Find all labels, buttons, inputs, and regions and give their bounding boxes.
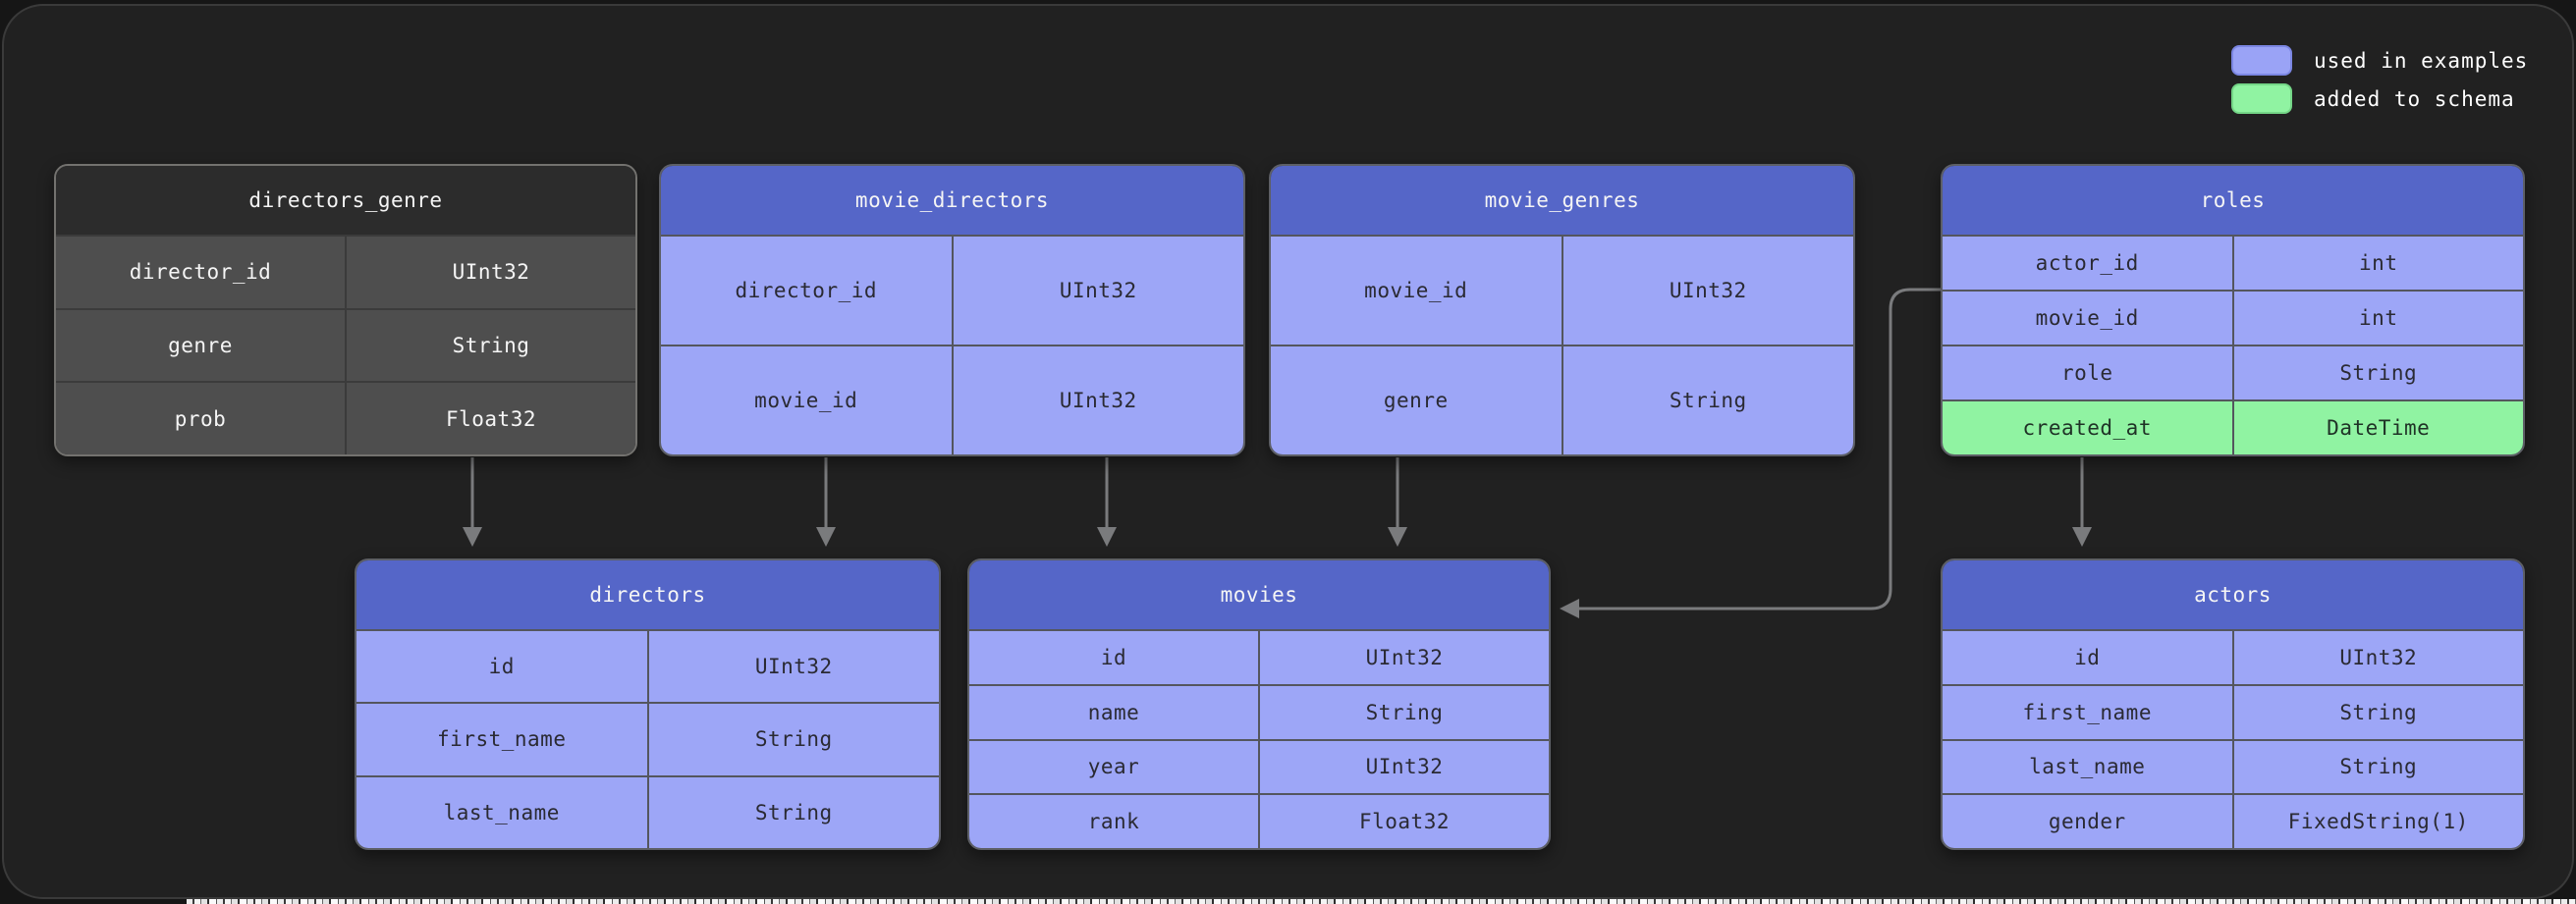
column-type: String <box>1562 346 1853 454</box>
column-type: UInt32 <box>953 237 1243 345</box>
column-name: prob <box>56 383 347 454</box>
column-name: gender <box>1943 795 2234 848</box>
legend-swatch-blue <box>2231 45 2292 76</box>
column-type: String <box>2233 685 2523 739</box>
column-name: movie_id <box>661 346 954 454</box>
column-type: int <box>2233 292 2523 345</box>
column-name: id <box>969 631 1260 684</box>
column-type: UInt32 <box>347 237 635 308</box>
column-name: id <box>356 631 649 703</box>
table-directors_genre-title: directors_genre <box>56 166 635 235</box>
column-type: String <box>347 309 635 382</box>
column-name: last_name <box>356 776 649 848</box>
column-type: String <box>648 704 939 775</box>
column-name: first_name <box>356 704 649 775</box>
column-type: Float32 <box>347 383 635 454</box>
column-name: rank <box>969 795 1260 848</box>
table-movies-title: movies <box>969 560 1549 629</box>
background-page-sliver <box>187 899 2576 904</box>
column-name: created_at <box>1943 401 2234 454</box>
table-directors-title: directors <box>356 560 939 629</box>
table-movie_genres-title: movie_genres <box>1271 166 1853 235</box>
column-name: first_name <box>1943 685 2234 739</box>
column-type: String <box>2233 740 2523 794</box>
column-type: Float32 <box>1260 795 1549 848</box>
column-type: String <box>1260 685 1549 739</box>
column-name: role <box>1943 346 2234 399</box>
column-type: UInt32 <box>648 631 939 703</box>
table-actors-title: actors <box>1943 560 2523 629</box>
column-type: UInt32 <box>2233 631 2523 684</box>
column-name: name <box>969 685 1260 739</box>
column-type: String <box>648 776 939 848</box>
column-type: UInt32 <box>953 346 1243 454</box>
column-name: year <box>969 740 1260 794</box>
column-name: director_id <box>661 237 954 345</box>
column-name: last_name <box>1943 740 2234 794</box>
legend-item-used-in-examples: used in examples <box>2231 45 2528 76</box>
table-roles-title: roles <box>1943 166 2523 235</box>
column-name: movie_id <box>1943 292 2234 345</box>
legend: used in examples added to schema <box>2231 45 2528 114</box>
column-type: String <box>2233 346 2523 399</box>
column-type: int <box>2233 237 2523 290</box>
column-name: actor_id <box>1943 237 2234 290</box>
column-name: director_id <box>56 237 347 308</box>
legend-swatch-green <box>2231 83 2292 114</box>
table-movie_directors-title: movie_directors <box>661 166 1243 235</box>
column-name: id <box>1943 631 2234 684</box>
legend-label: added to schema <box>2314 86 2515 111</box>
column-name: genre <box>1271 346 1563 454</box>
column-type: UInt32 <box>1562 237 1853 345</box>
column-type: FixedString(1) <box>2233 795 2523 848</box>
column-type: UInt32 <box>1260 740 1549 794</box>
column-name: genre <box>56 309 347 382</box>
column-type: DateTime <box>2233 401 2523 454</box>
column-type: UInt32 <box>1260 631 1549 684</box>
column-name: movie_id <box>1271 237 1563 345</box>
legend-item-added-to-schema: added to schema <box>2231 83 2528 114</box>
legend-label: used in examples <box>2314 48 2529 73</box>
